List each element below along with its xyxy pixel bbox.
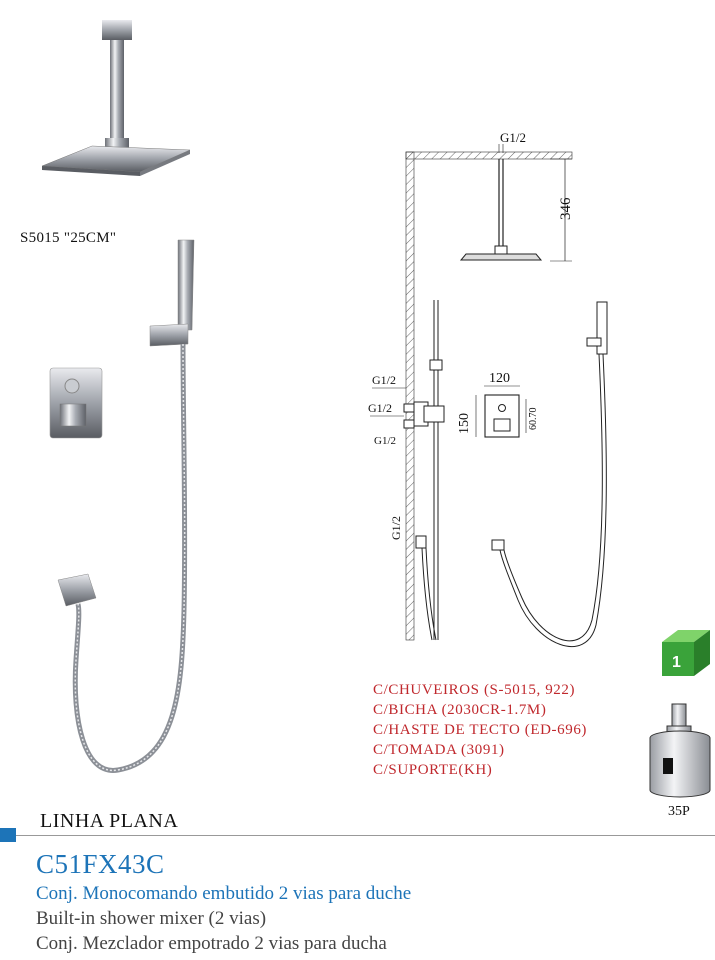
product-photos — [41, 20, 195, 773]
dim-inlet-1: G1/2 — [372, 373, 396, 387]
component-item: C/BICHA (2030CR-1.7M) — [373, 702, 547, 718]
section-marker — [0, 828, 16, 842]
component-item: C/CHUVEIROS (S-5015, 922) — [373, 682, 576, 698]
dim-top-inlet: G1/2 — [500, 130, 526, 145]
dim-inlet-4: G1/2 — [389, 516, 403, 540]
wall-section — [405, 151, 415, 641]
warranty-box-icon: 1 — [662, 630, 710, 676]
dim-inlet-3: G1/2 — [374, 435, 396, 447]
technical-drawing: 346 G1/2 G1/2 G1/2 G1/2 G1/2 120 150 60.… — [368, 130, 608, 647]
dim-plate-height: 150 — [457, 413, 472, 434]
component-item: C/HASTE DE TECTO (ED-696) — [373, 722, 588, 738]
mixer-plate-photo — [49, 367, 103, 439]
dim-handle: 60.70 — [528, 408, 539, 431]
drawing-shower-head — [459, 253, 543, 261]
ceiling-shower-head-photo — [41, 20, 191, 176]
description-portuguese: Conj. Monocomando embutido 2 vias para d… — [36, 883, 412, 904]
components-list: C/CHUVEIROS (S-5015, 922) C/BICHA (2030C… — [373, 680, 587, 780]
component-item: C/SUPORTE(KH) — [373, 762, 493, 778]
hand-shower-photo — [149, 239, 195, 347]
product-code: C51FX43C — [36, 849, 165, 879]
dim-346: 346 — [558, 197, 574, 220]
drawing-plate-front — [475, 385, 527, 438]
cartridge-label: 35P — [668, 804, 690, 819]
section-title: LINHA PLANA — [40, 810, 179, 832]
ceiling-section — [405, 151, 573, 160]
badge-number: 1 — [672, 654, 681, 671]
dim-inlet-2: G1/2 — [368, 401, 392, 415]
description-english: Built-in shower mixer (2 vias) — [36, 908, 267, 929]
shower-head-model-label: S5015 "25CM" — [20, 230, 117, 246]
drawing-hand-shower — [491, 301, 608, 647]
dim-plate-width: 120 — [489, 371, 510, 386]
cartridge-icon — [649, 703, 711, 798]
description-spanish: Conj. Mezclador empotrado 2 vias para du… — [36, 933, 387, 954]
wall-outlet-photo — [57, 573, 97, 607]
component-item: C/TOMADA (3091) — [373, 742, 505, 758]
divider — [0, 835, 715, 836]
drawing-valve-body — [403, 401, 445, 429]
